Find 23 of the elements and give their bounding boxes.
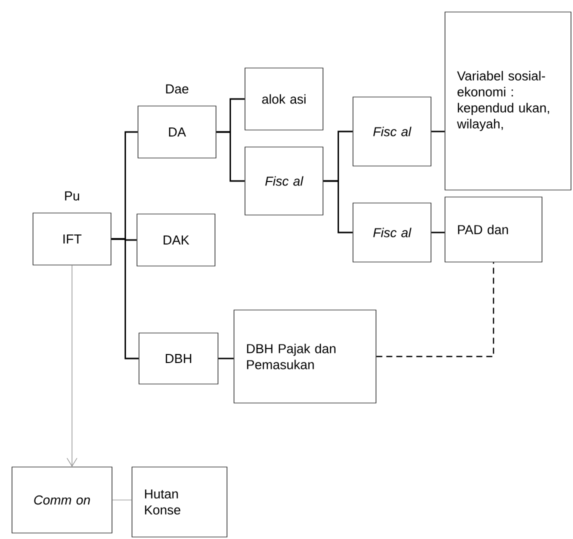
- arrow: [66, 265, 78, 467]
- box: Hutan Konse: [132, 466, 228, 538]
- box: DBH Pajak dan Pemasukan: [234, 310, 376, 404]
- box: Comm on: [12, 466, 112, 534]
- box: Fisc al: [244, 146, 324, 216]
- box: DAK: [136, 214, 216, 266]
- connector-line: [111, 238, 139, 360]
- box: IFT: [32, 212, 112, 266]
- box: PAD dan: [444, 196, 542, 262]
- connector-line: [323, 180, 353, 234]
- box: alok asi: [244, 68, 324, 130]
- box: Fisc al: [352, 96, 432, 166]
- box: Fisc al: [352, 202, 432, 262]
- box: DA: [138, 106, 216, 158]
- box-heading: Dae: [166, 84, 188, 94]
- box: Variabel sosial-ekonomi : kependud ukan, wilayah,: [444, 12, 572, 190]
- box-heading: Pu: [65, 191, 80, 200]
- connector-line: [218, 358, 234, 360]
- connector-line: [431, 130, 445, 132]
- connector-line: [431, 232, 445, 234]
- box: DBH: [138, 332, 218, 384]
- connector-line: [216, 131, 245, 182]
- connector-line: [376, 262, 494, 358]
